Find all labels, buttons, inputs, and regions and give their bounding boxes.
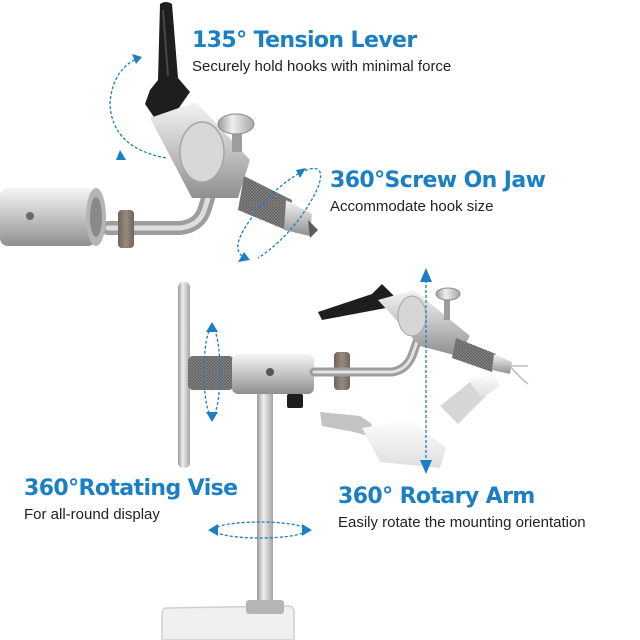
rotating-vise-desc: For all-round display [24, 506, 160, 523]
screw-jaw-desc: Accommodate hook size [330, 198, 494, 215]
vise-rotation-arrow [203, 322, 221, 422]
tension-lever-desc: Securely hold hooks with minimal force [192, 58, 452, 75]
tension-lever-callout: 135° Tension Lever Securely hold hooks w… [192, 28, 452, 76]
zoomed-jaw-detail [0, 2, 318, 248]
base-rotation-arrow [208, 521, 312, 539]
jaw-rotation-arrow [237, 167, 322, 262]
rotary-arm-title: 360° Rotary Arm [338, 484, 535, 509]
screw-jaw-callout: 360°Screw On Jaw Accommodate hook size [330, 168, 546, 216]
rotating-vise-title: 360°Rotating Vise [24, 476, 238, 501]
arm-rotation-arrow [420, 268, 432, 474]
rotary-arm-callout: 360° Rotary Arm Easily rotate the mounti… [338, 484, 586, 532]
rotating-vise-callout: 360°Rotating Vise For all-round display [24, 476, 238, 524]
tension-lever-title: 135° Tension Lever [192, 28, 417, 53]
tension-rotation-arrow [109, 54, 167, 160]
vise-assembly [161, 282, 529, 640]
screw-jaw-title: 360°Screw On Jaw [330, 168, 546, 193]
rotation-arrows [109, 54, 432, 539]
rotary-arm-desc: Easily rotate the mounting orientation [338, 514, 586, 531]
